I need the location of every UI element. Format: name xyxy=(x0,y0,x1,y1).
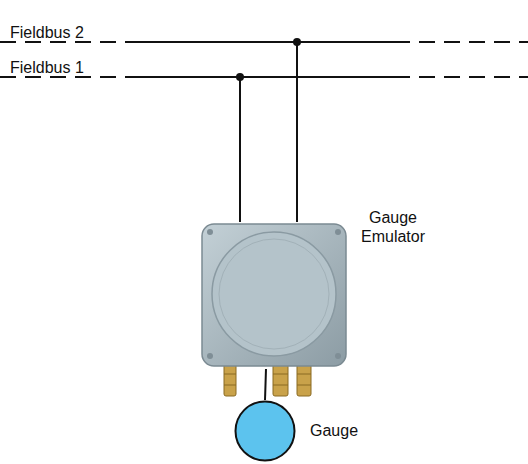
wire-line xyxy=(239,77,241,222)
bus-dashed xyxy=(0,41,140,43)
fitting-ring xyxy=(273,374,288,375)
fitting-ring xyxy=(273,385,288,386)
fitting-ring xyxy=(297,374,311,375)
housing-bolt xyxy=(207,229,213,235)
gauge-circle: Gauge xyxy=(234,400,296,462)
bus-dashed xyxy=(394,41,528,43)
bus-dashed xyxy=(0,76,125,78)
fitting-ring xyxy=(297,385,311,386)
wire-connector xyxy=(293,38,301,222)
fieldbus-line: Fieldbus 1 xyxy=(0,59,528,78)
housing-dome xyxy=(212,232,336,356)
wire-connector xyxy=(265,369,266,400)
brass-fitting xyxy=(224,364,236,396)
bus-solid xyxy=(140,41,394,43)
device-label: Gauge Emulator xyxy=(354,208,432,246)
bus-label: Fieldbus 1 xyxy=(10,58,84,77)
fieldbus-line: Fieldbus 2 xyxy=(0,24,528,43)
brass-fitting xyxy=(297,364,311,396)
bus-label: Fieldbus 2 xyxy=(10,23,84,42)
wire-connector xyxy=(236,73,244,222)
gauge-outline xyxy=(236,402,295,461)
housing-body xyxy=(202,224,346,366)
housing-bolt xyxy=(207,353,213,359)
dome-rim xyxy=(219,239,329,349)
wire-line xyxy=(296,42,298,222)
fitting-ring xyxy=(224,374,236,375)
bus-dashed xyxy=(394,76,528,78)
emulator-housing: Gauge Emulator xyxy=(200,222,348,370)
bus-solid xyxy=(125,76,394,78)
housing-bolt xyxy=(335,229,341,235)
fitting-ring xyxy=(224,385,236,386)
housing-bolt xyxy=(335,353,341,359)
wire-line xyxy=(265,369,266,400)
device-label: Gauge xyxy=(310,421,358,440)
brass-fitting xyxy=(273,364,288,396)
